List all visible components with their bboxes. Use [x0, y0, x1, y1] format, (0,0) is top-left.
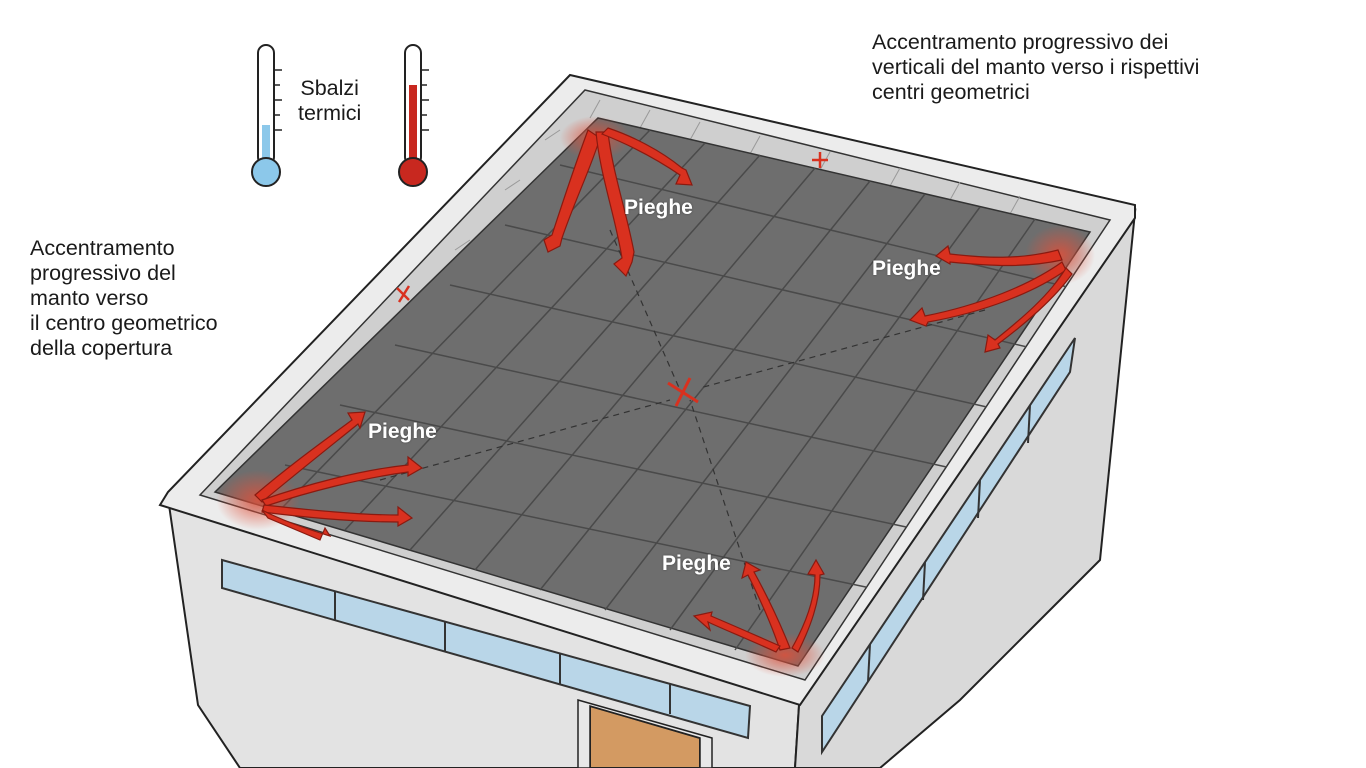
annotation-left-line-3: manto verso — [30, 286, 149, 310]
thermal-label-line-2: termici — [298, 101, 362, 125]
annotation-left-line-4: il centro geometrico — [30, 311, 218, 335]
fold-label-top: Pieghe — [624, 196, 693, 219]
fold-arrows-bottom — [692, 558, 825, 653]
fold-label-bottom: Pieghe — [662, 552, 731, 575]
thermal-label-line-1: Sbalzi — [300, 76, 359, 100]
hot-thermometer-icon — [398, 44, 429, 187]
annotation-left: Accentramento progressivo del manto vers… — [30, 236, 218, 361]
annotation-left-line-1: Accentramento — [30, 236, 175, 260]
fold-label-left: Pieghe — [368, 420, 437, 443]
annotation-left-line-2: progressivo del — [30, 261, 176, 285]
annotation-top-right-line-2: verticali del manto verso i rispettivi — [872, 55, 1200, 79]
annotation-top-right-line-1: Accentramento progressivo dei — [872, 30, 1169, 54]
fold-label-right: Pieghe — [872, 257, 941, 280]
window-strip-side — [821, 337, 1076, 756]
center-mark — [667, 377, 699, 407]
annotation-top-right-line-3: centri geometrici — [872, 80, 1030, 104]
annotation-top-right: Accentramento progressivo dei verticali … — [872, 30, 1199, 105]
parapet-marks — [396, 152, 828, 303]
door — [577, 699, 713, 768]
fold-arrows — [254, 127, 1073, 653]
cold-thermometer-icon — [251, 44, 282, 187]
side-windows — [821, 337, 1076, 756]
fold-arrows-left — [254, 411, 424, 541]
window-strip-front — [221, 558, 752, 740]
fold-arrows-right — [908, 244, 1073, 353]
thermal-changes-label: Sbalzi termici — [298, 76, 361, 126]
front-windows — [221, 558, 752, 740]
fold-arrows-top — [543, 127, 693, 278]
annotation-left-line-5: della copertura — [30, 336, 173, 360]
